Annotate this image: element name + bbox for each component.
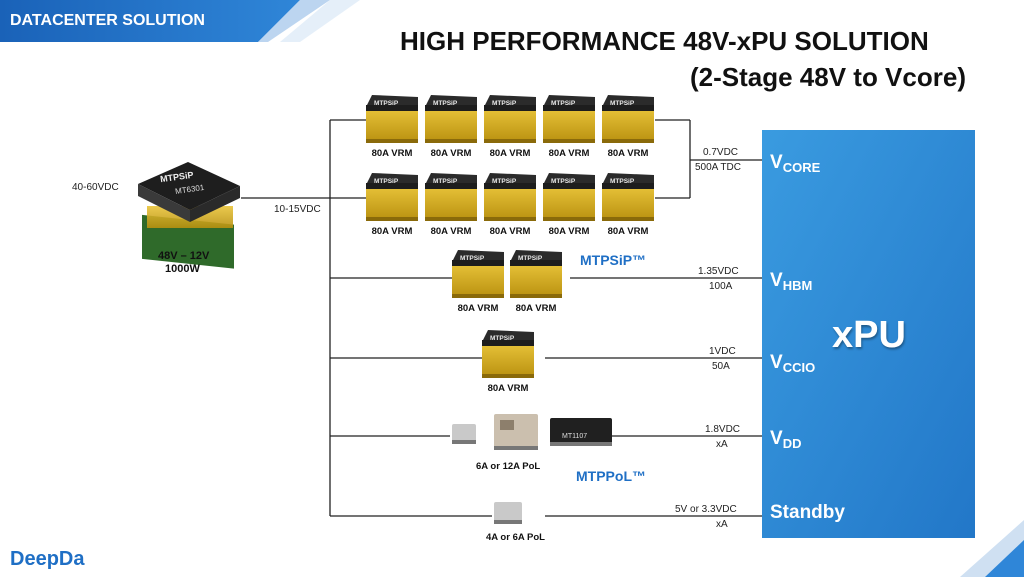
vrm-label: 80A VRM [371, 226, 413, 237]
vrm-label: 80A VRM [371, 148, 413, 159]
pol-module-part: MT1107 [562, 433, 587, 440]
vrm-module: MTPSiP [543, 95, 595, 143]
vrm-brand: MTPSiP [610, 100, 635, 107]
vrm-label: 80A VRM [489, 226, 531, 237]
vrm-brand: MTPSiP [460, 255, 485, 262]
vrm-label: 80A VRM [430, 148, 472, 159]
xpu-label: xPU [832, 314, 906, 356]
vrm-brand: MTPSiP [551, 178, 576, 185]
vrm-brand: MTPSiP [374, 100, 399, 107]
vrm-label: 80A VRM [607, 148, 649, 159]
vrm-module: MTPSiP [602, 95, 654, 143]
vrm-brand: MTPSiP [518, 255, 543, 262]
vrm-label: 80A VRM [430, 226, 472, 237]
xpu-block [762, 130, 975, 538]
vrm-brand: MTPSiP [374, 178, 399, 185]
vrm-brand: MTPSiP [433, 100, 458, 107]
pol-small-module [452, 424, 476, 444]
vrm-module: MTPSiP [484, 95, 536, 143]
vrm-label: 80A VRM [515, 303, 557, 314]
pol-mtppol-module: MT1107 [550, 418, 612, 446]
rail-core-name: VCORE [770, 152, 821, 175]
wiring [241, 119, 762, 517]
vrm-module: MTPSiP [484, 173, 536, 221]
rail-hbm-current: 100A [709, 281, 733, 292]
pol-label-a: 6A or 12A PoL [476, 461, 541, 472]
vrm-label: 80A VRM [489, 148, 531, 159]
rail-ccio-current: 50A [712, 361, 730, 372]
rail-dd-current: xA [716, 439, 728, 450]
vrm-brand: MTPSiP [492, 100, 517, 107]
vrm-module: MTPSiP [425, 173, 477, 221]
vrm-module: MTPSiP [510, 250, 562, 298]
pol-qfn-module [494, 414, 538, 450]
pol-standby-module [494, 502, 522, 524]
header-banner [0, 0, 360, 42]
rail-core-current: 500A TDC [695, 162, 741, 173]
vrm-label: 80A VRM [607, 226, 649, 237]
vrm-module: MTPSiP [482, 330, 534, 378]
page-title: HIGH PERFORMANCE 48V-xPU SOLUTION [400, 26, 929, 56]
rail-hbm-name: VHBM [770, 270, 813, 293]
vrm-brand: MTPSiP [492, 178, 517, 185]
header-banner-label: DATACENTER SOLUTION [10, 12, 205, 29]
rail-standby-name: Standby [770, 502, 845, 523]
brand-mtpsip: MTPSiP™ [580, 252, 647, 268]
rail-ccio-name: VCCIO [770, 352, 816, 375]
input-voltage-label: 40-60VDC [72, 182, 119, 193]
vrm-label: 80A VRM [548, 226, 590, 237]
vrm-brand: MTPSiP [610, 178, 635, 185]
vrm-label: 80A VRM [487, 383, 529, 394]
vrm-module: MTPSiP [366, 95, 418, 143]
vrm-module: MTPSiP [543, 173, 595, 221]
input-module-label-1: 48V – 12V [158, 250, 210, 262]
rail-dd-voltage: 1.8VDC [705, 424, 741, 435]
vrm-label: 80A VRM [548, 148, 590, 159]
vrm-label: 80A VRM [457, 303, 499, 314]
brand-mtppol: MTPPoL™ [576, 468, 646, 484]
input-module-graphic [138, 162, 240, 269]
input-module-label-2: 1000W [165, 263, 200, 275]
rail-core-voltage: 0.7VDC [703, 147, 739, 158]
vrm-module: MTPSiP [602, 173, 654, 221]
vrm-module: MTPSiP [425, 95, 477, 143]
vrm-brand: MTPSiP [490, 335, 515, 342]
bus-voltage-label: 10-15VDC [274, 204, 321, 215]
corner-decoration [960, 520, 1024, 577]
page-subtitle: (2-Stage 48V to Vcore) [690, 62, 966, 92]
rail-standby-voltage: 5V or 3.3VDC [675, 504, 737, 515]
rail-ccio-voltage: 1VDC [709, 346, 736, 357]
rail-standby-current: xA [716, 519, 728, 530]
vrm-module: MTPSiP [366, 173, 418, 221]
rail-dd-name: VDD [770, 428, 802, 451]
pol-label-b: 4A or 6A PoL [486, 532, 545, 543]
footer-logo: DeepDa [10, 548, 85, 570]
vrm-brand: MTPSiP [551, 100, 576, 107]
vrm-brand: MTPSiP [433, 178, 458, 185]
rail-hbm-voltage: 1.35VDC [698, 266, 739, 277]
vrm-module: MTPSiP [452, 250, 504, 298]
